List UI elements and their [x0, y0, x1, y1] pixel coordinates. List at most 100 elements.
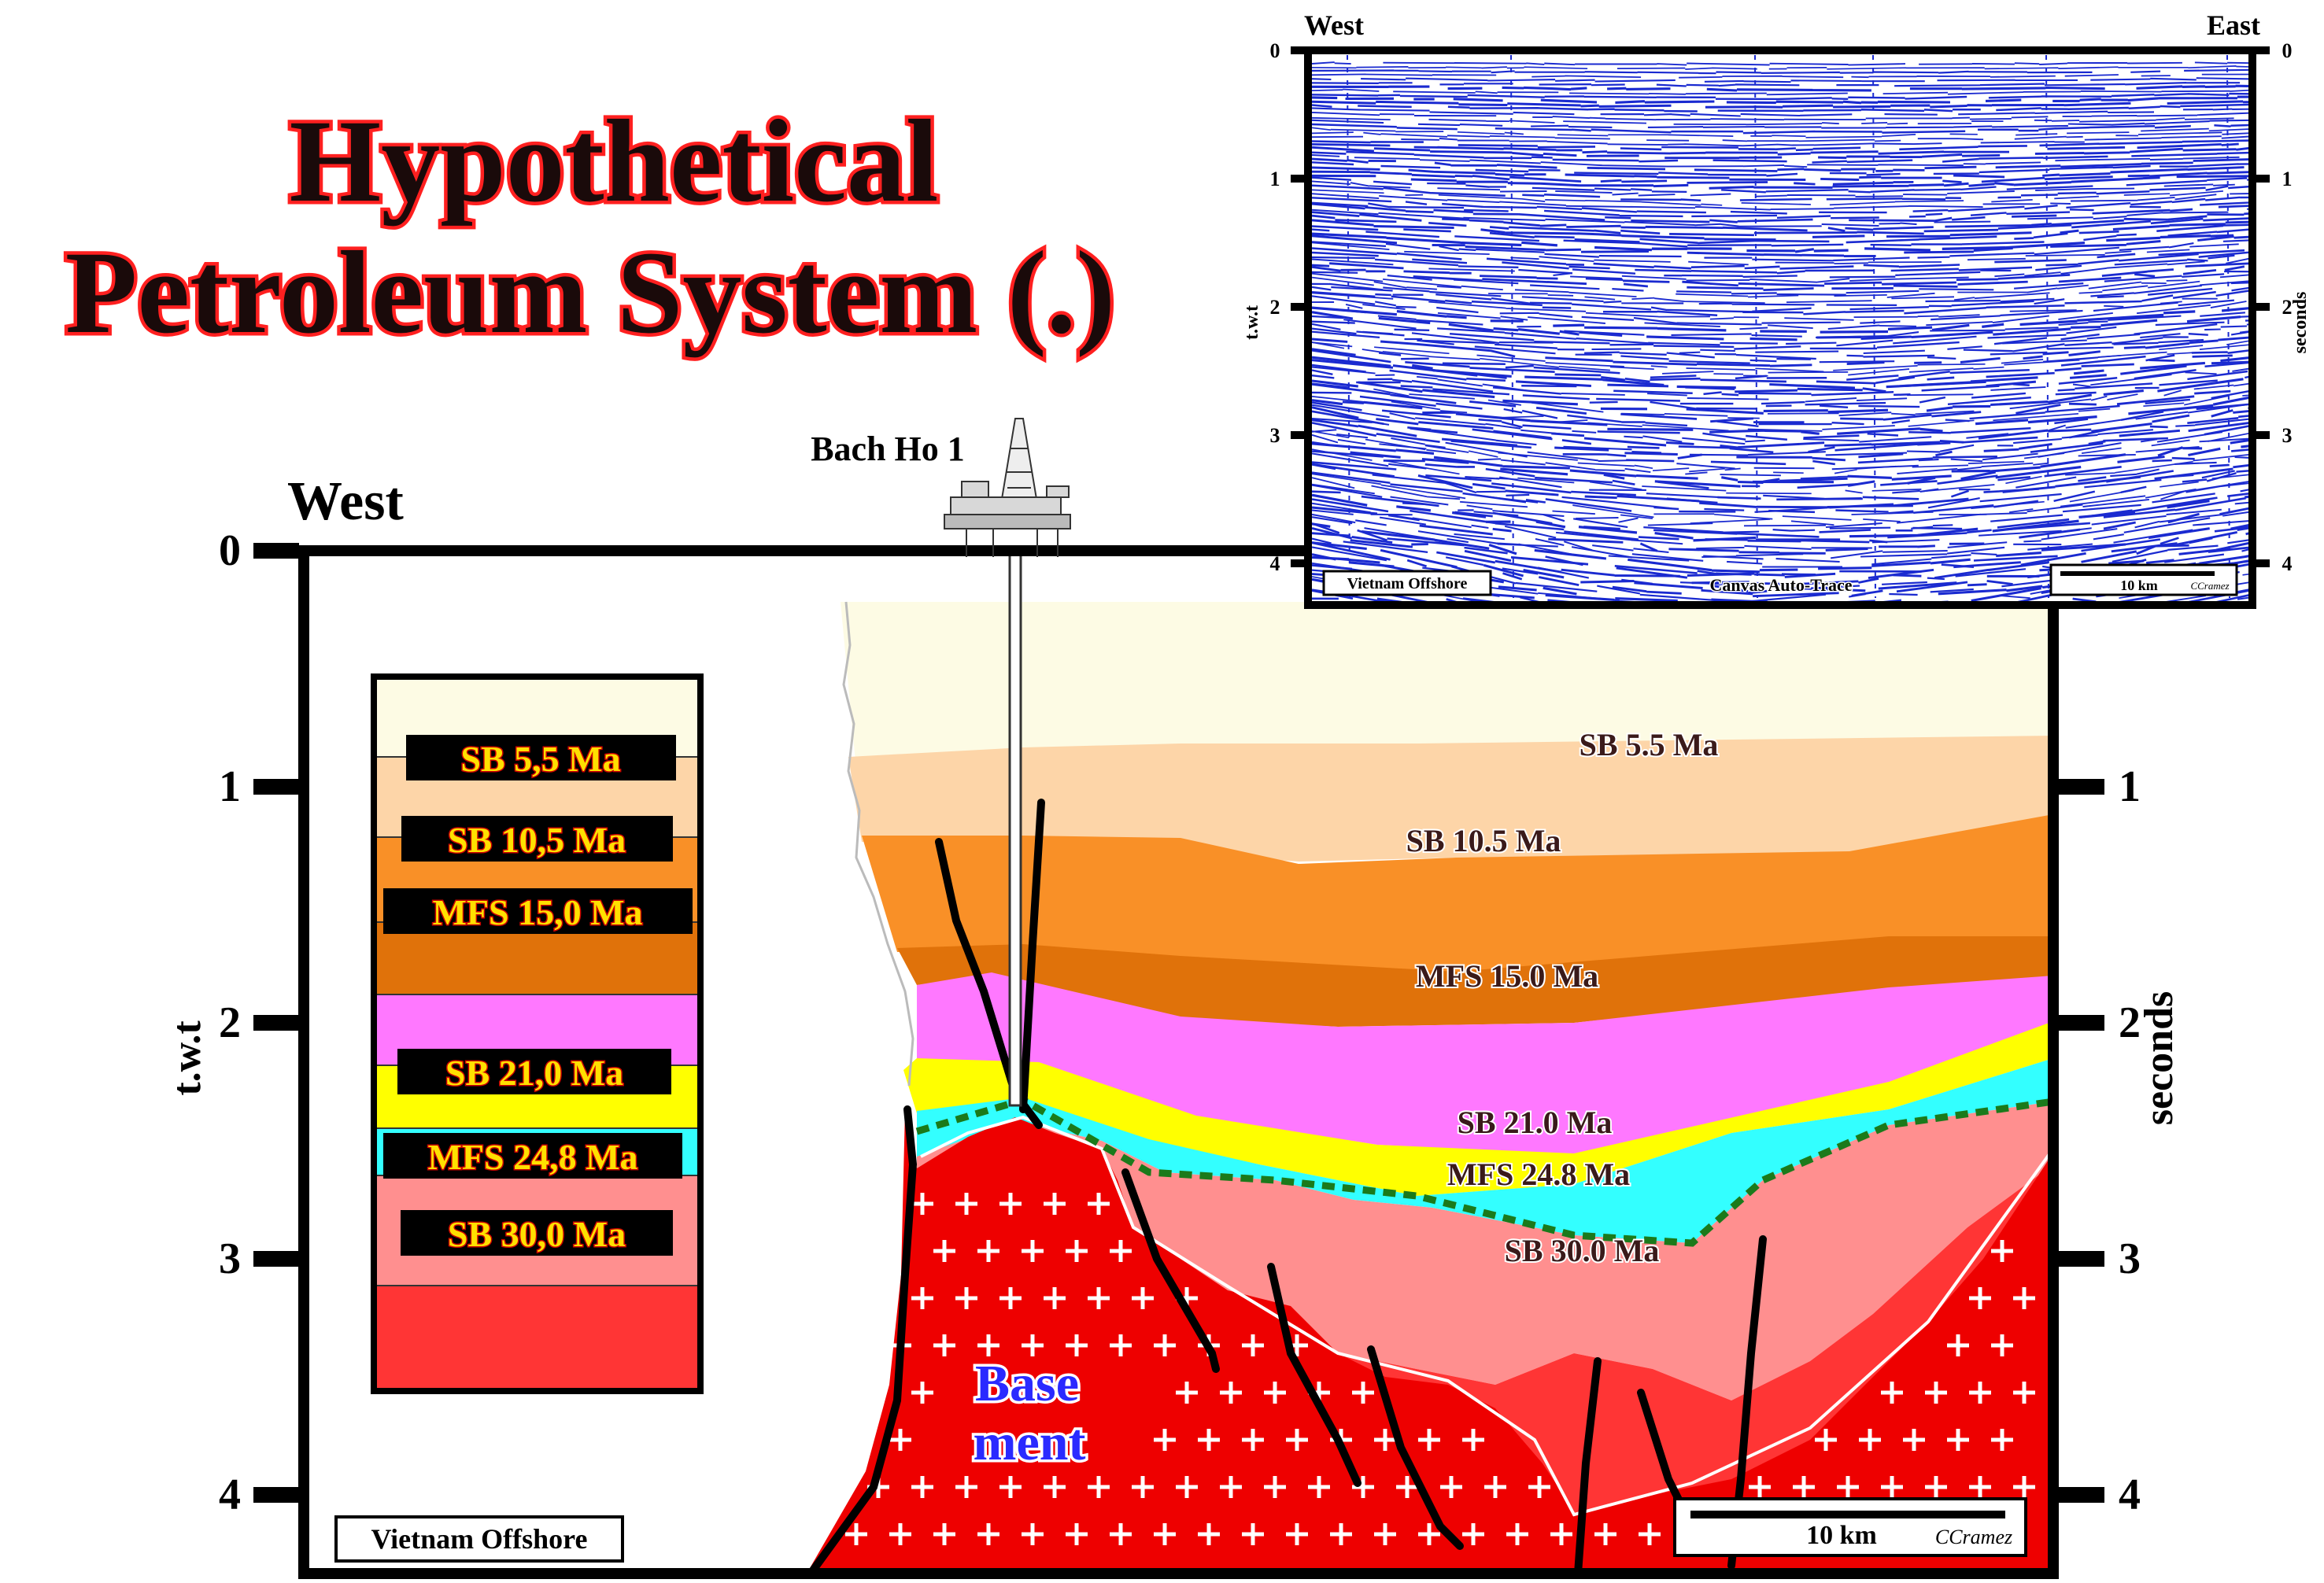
- seismic-reflection: [1311, 116, 2234, 126]
- seismic-reflection: [1311, 196, 2252, 215]
- seismic-reflection: [1311, 336, 2252, 367]
- basement-cross: [1066, 1240, 1088, 1262]
- basement-cross: [1330, 1523, 1352, 1545]
- basement-cross: [911, 1382, 933, 1404]
- basement-cross: [889, 1523, 911, 1545]
- basement-cross: [2013, 1476, 2035, 1498]
- basement-cross: [1352, 1476, 1374, 1498]
- seismic-trace-artifact: [1347, 54, 1350, 599]
- basement-cross: [955, 1476, 977, 1498]
- basement-cross: [977, 1523, 999, 1545]
- seismic-reflection: [1311, 219, 2252, 242]
- title-line-1: Hypothetical: [290, 96, 939, 227]
- basement-cross: [1264, 1476, 1286, 1498]
- seismic-reflection: [1311, 174, 2252, 190]
- seismic-reflection: [1311, 382, 2252, 419]
- seismic-reflection: [1311, 161, 2252, 177]
- basement-cross: [1220, 1382, 1242, 1404]
- unit-sb10-5-to-mfs15: [862, 814, 2053, 976]
- seismic-inset: West East 0 1 2 3 4 0 1 2 3 4 t.w.t s: [1242, 9, 2311, 609]
- basement-cross: [1462, 1523, 1484, 1545]
- seismic-reflection: [1311, 251, 2252, 275]
- location-box: Vietnam Offshore: [334, 1515, 624, 1563]
- seismic-reflection: [1311, 430, 2252, 474]
- basement-cross: [1484, 1476, 1506, 1498]
- seismic-reflection: [1311, 73, 2252, 79]
- seismic-reflection: [1311, 131, 2252, 142]
- basement-cross: [1639, 1523, 1661, 1545]
- basement-cross: [1815, 1429, 1837, 1451]
- seismic-reflection: [1311, 375, 2252, 410]
- seismic-reflection: [1311, 395, 2252, 435]
- basement-cross: [1396, 1476, 1418, 1498]
- basement-cross: [1088, 1287, 1110, 1309]
- seis-tick-right-4: 4: [2282, 552, 2293, 575]
- basement-cross: [1528, 1476, 1550, 1498]
- basement-cross: [1947, 1429, 1969, 1451]
- seismic-reflection: [1311, 301, 2247, 330]
- seismic-reflection: [1311, 135, 2252, 147]
- legend: SB 5,5 Ma SB 10,5 Ma MFS 15,0 Ma SB 21,0…: [371, 673, 704, 1394]
- tick-left-4: 4: [219, 1470, 241, 1519]
- seismic-ticks: [1291, 46, 2270, 567]
- seismic-reflection: [1311, 306, 2245, 338]
- seismic-reflection: [1311, 311, 2241, 341]
- basement-cross: [1264, 1382, 1286, 1404]
- seismic-reflection: [1311, 65, 2252, 70]
- basement-cross: [1462, 1429, 1484, 1451]
- basement-cross: [1154, 1429, 1176, 1451]
- basement-cross: [1991, 1429, 2013, 1451]
- seismic-reflection: [1311, 463, 2252, 509]
- basement-cross: [889, 1429, 911, 1451]
- seismic-reflection: [1311, 142, 2239, 156]
- basement-cross: [1991, 1334, 2013, 1356]
- tick-right-2: 2: [2119, 998, 2141, 1047]
- seismic-trace-artifact: [1510, 54, 1514, 599]
- basement-cross: [1044, 1287, 1066, 1309]
- seismic-reflection: [1311, 292, 2252, 321]
- label-sb30: SB 30.0 Ma: [1505, 1233, 1660, 1268]
- basement-cross: [1022, 1334, 1044, 1356]
- basement-cross: [2013, 1287, 2035, 1309]
- seismic-reflection: [1311, 103, 2252, 113]
- tick-left-3: 3: [219, 1234, 241, 1283]
- mfs24-8-dashed-horizon: [915, 1096, 2053, 1247]
- seismic-reflection: [1311, 422, 2252, 466]
- basement-cross: [1440, 1476, 1462, 1498]
- basement-cross: [1352, 1382, 1374, 1404]
- seismic-reflection: [1311, 84, 2252, 92]
- title-line-2: Petroleum System (.): [65, 227, 1115, 358]
- seismic-reflection: [1311, 349, 2233, 385]
- legend-item-mfs15: MFS 15,0 Ma: [432, 892, 642, 932]
- unit-sb5-5-to-sb10-5: [848, 736, 2053, 869]
- fault-6: [807, 1105, 918, 1577]
- basement-cross: [1198, 1523, 1220, 1545]
- seismic-reflection: [1311, 211, 2252, 232]
- basement-cross: [1110, 1334, 1132, 1356]
- unit-mfs15-to-sb21: [897, 936, 2053, 1027]
- label-sb21: SB 21.0 Ma: [1458, 1105, 1613, 1140]
- basement-cross: [933, 1334, 955, 1356]
- basement-cross: [1044, 1476, 1066, 1498]
- seismic-reflection: [1311, 463, 2252, 513]
- fault-3: [1121, 1168, 1220, 1373]
- seismic-reflection: [1311, 68, 2252, 75]
- legend-item-sb5-5: SB 5,5 Ma: [460, 739, 620, 779]
- basement-cross: [911, 1287, 933, 1309]
- section-tick-labels: 0 1 2 3 4 1 2 3 4: [219, 526, 2141, 1519]
- basement-cross: [1198, 1429, 1220, 1451]
- seismic-reflection: [1311, 319, 2252, 350]
- seismic-reflection: [1311, 593, 2252, 601]
- basement-cross: [999, 1287, 1022, 1309]
- seismic-east: East: [2207, 9, 2260, 41]
- seismic-reflection: [1311, 270, 2252, 296]
- basement-cross: [977, 1240, 999, 1262]
- scale-label: 10 km: [1806, 1521, 1877, 1550]
- fault-7: [1574, 1357, 1602, 1577]
- seismic-axis-right: seconds: [2290, 292, 2311, 354]
- seismic-reflection: [1311, 272, 2252, 298]
- seismic-reflection: [1311, 139, 2252, 152]
- basement-cross: [1286, 1429, 1308, 1451]
- seismic-reflection: [1311, 157, 2252, 172]
